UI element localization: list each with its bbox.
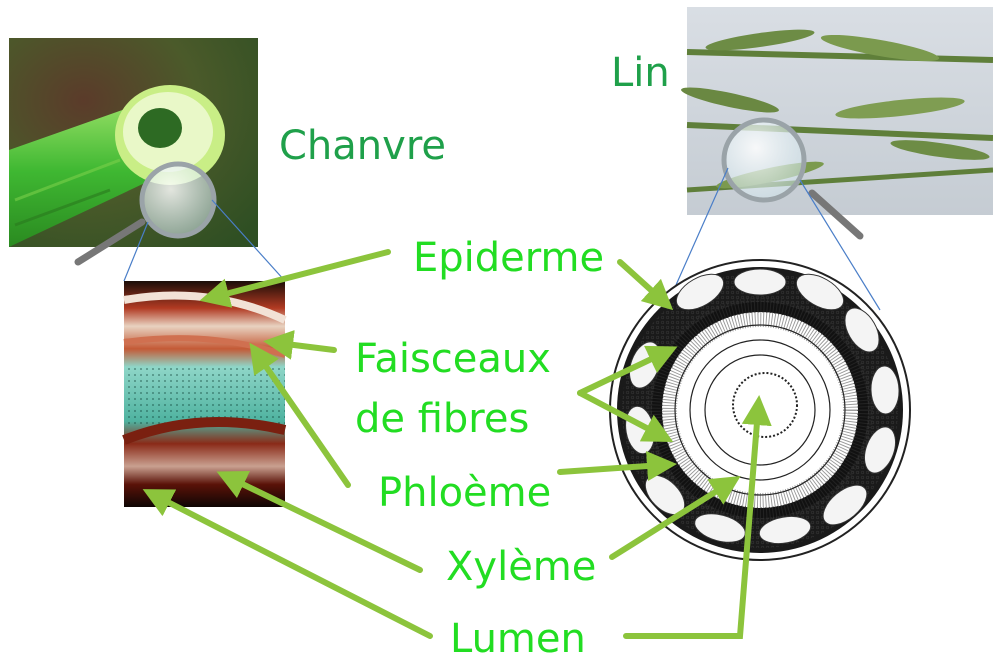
- arrow-epiderme-hemp: [214, 252, 388, 297]
- label-epiderme: Epiderme: [413, 238, 604, 278]
- hemp-cross-section-micrograph: [124, 281, 285, 507]
- label-de-fibres: de fibres: [355, 399, 529, 439]
- flax-stem-photo: [680, 7, 993, 215]
- label-chanvre: Chanvre: [279, 126, 446, 166]
- arrow-lumen-hemp: [156, 496, 430, 636]
- arrow-faisceaux-hemp: [278, 343, 334, 350]
- label-xyleme: Xylème: [446, 547, 596, 587]
- arrow-epiderme-flax: [620, 262, 662, 300]
- label-lumen: Lumen: [450, 619, 586, 659]
- label-phloeme: Phloème: [378, 473, 551, 513]
- hemp-stem-photo: [9, 38, 258, 247]
- label-faisceaux: Faisceaux: [355, 339, 551, 379]
- label-lin: Lin: [611, 53, 670, 93]
